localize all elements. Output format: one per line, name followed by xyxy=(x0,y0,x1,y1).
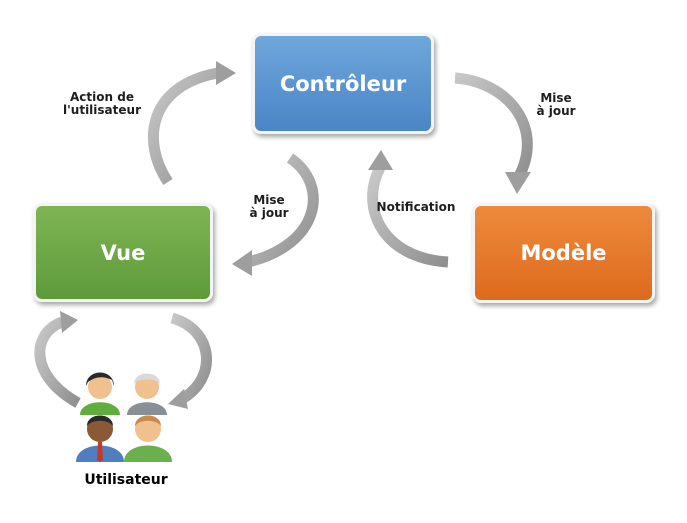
arrow-notification xyxy=(367,165,449,268)
arrowhead-controller-to-view xyxy=(232,250,252,276)
model-box: Modèle xyxy=(472,203,655,303)
arrow-view-to-users xyxy=(170,312,212,405)
arrowhead-controller-to-model xyxy=(505,172,531,194)
user-woman-icon xyxy=(80,372,120,415)
user-elder-icon xyxy=(127,373,167,415)
users-icon xyxy=(76,372,172,462)
label-notification: Notification xyxy=(376,200,456,214)
arrow-user-action xyxy=(147,67,220,186)
label-user-action: Action de l'utilisateur xyxy=(63,90,141,117)
controller-label: Contrôleur xyxy=(279,71,407,96)
user-man-tie-icon xyxy=(76,415,124,462)
arrowhead-view-to-users xyxy=(168,389,188,409)
arrowhead-user-action xyxy=(216,61,236,85)
arrowhead-users-to-view xyxy=(60,311,78,333)
arrow-controller-to-view xyxy=(246,153,319,268)
users-caption: Utilisateur xyxy=(84,472,168,488)
user-man-green-icon xyxy=(124,415,172,462)
model-label: Modèle xyxy=(520,241,607,265)
controller-box: Contrôleur xyxy=(252,33,434,134)
view-label: Vue xyxy=(100,240,146,265)
view-box: Vue xyxy=(33,203,213,302)
label-controller-to-view: Mise à jour xyxy=(249,193,289,220)
arrow-controller-to-model xyxy=(454,72,533,181)
arrowhead-notification xyxy=(368,150,393,170)
label-controller-to-model: Mise à jour xyxy=(536,91,576,118)
arrow-users-to-view xyxy=(34,316,81,408)
